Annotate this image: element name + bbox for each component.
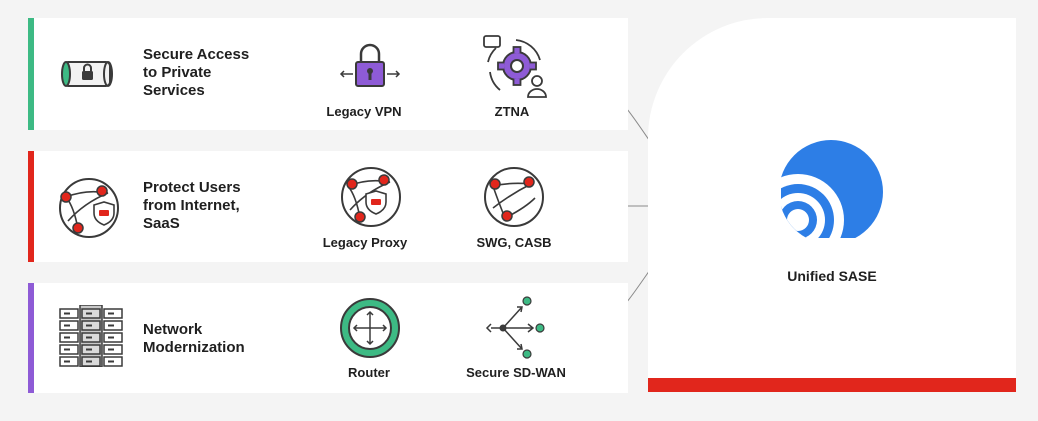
row-private-access: Secure Access to Private Services Legacy… xyxy=(28,18,628,130)
network-shield-icon xyxy=(341,167,401,227)
lock-tube-icon xyxy=(61,61,113,87)
network-shield-icon xyxy=(59,178,119,238)
row-network-modernization: Network Modernization Router Secure SD-W… xyxy=(28,283,628,393)
row-protect-users: Protect Users from Internet, SaaS Legacy… xyxy=(28,151,628,262)
branching-network-icon xyxy=(485,296,545,359)
row-accent-bar xyxy=(28,151,34,262)
sase-accent-bar xyxy=(648,378,1016,392)
row-title: Secure Access to Private Services xyxy=(143,46,250,99)
router-icon xyxy=(340,298,400,358)
row-title: Network Modernization xyxy=(143,321,245,356)
row-title: Protect Users from Internet, SaaS xyxy=(143,179,241,232)
padlock-arrows-icon xyxy=(339,43,401,87)
gear-user-icon xyxy=(483,35,547,98)
swg-casb-label: SWG, CASB xyxy=(476,235,552,250)
network-globe-icon xyxy=(484,167,544,227)
row-accent-bar xyxy=(28,18,34,130)
legacy-vpn-label: Legacy VPN xyxy=(326,104,402,119)
legacy-proxy-label: Legacy Proxy xyxy=(322,235,408,250)
server-rack-icon xyxy=(59,305,123,367)
unified-sase-label: Unified SASE xyxy=(787,268,877,284)
secure-sd-wan-label: Secure SD-WAN xyxy=(466,365,566,380)
row-accent-bar xyxy=(28,283,34,393)
sase-logo-icon xyxy=(766,140,894,248)
router-label: Router xyxy=(348,365,390,380)
ztna-label: ZTNA xyxy=(494,104,530,119)
